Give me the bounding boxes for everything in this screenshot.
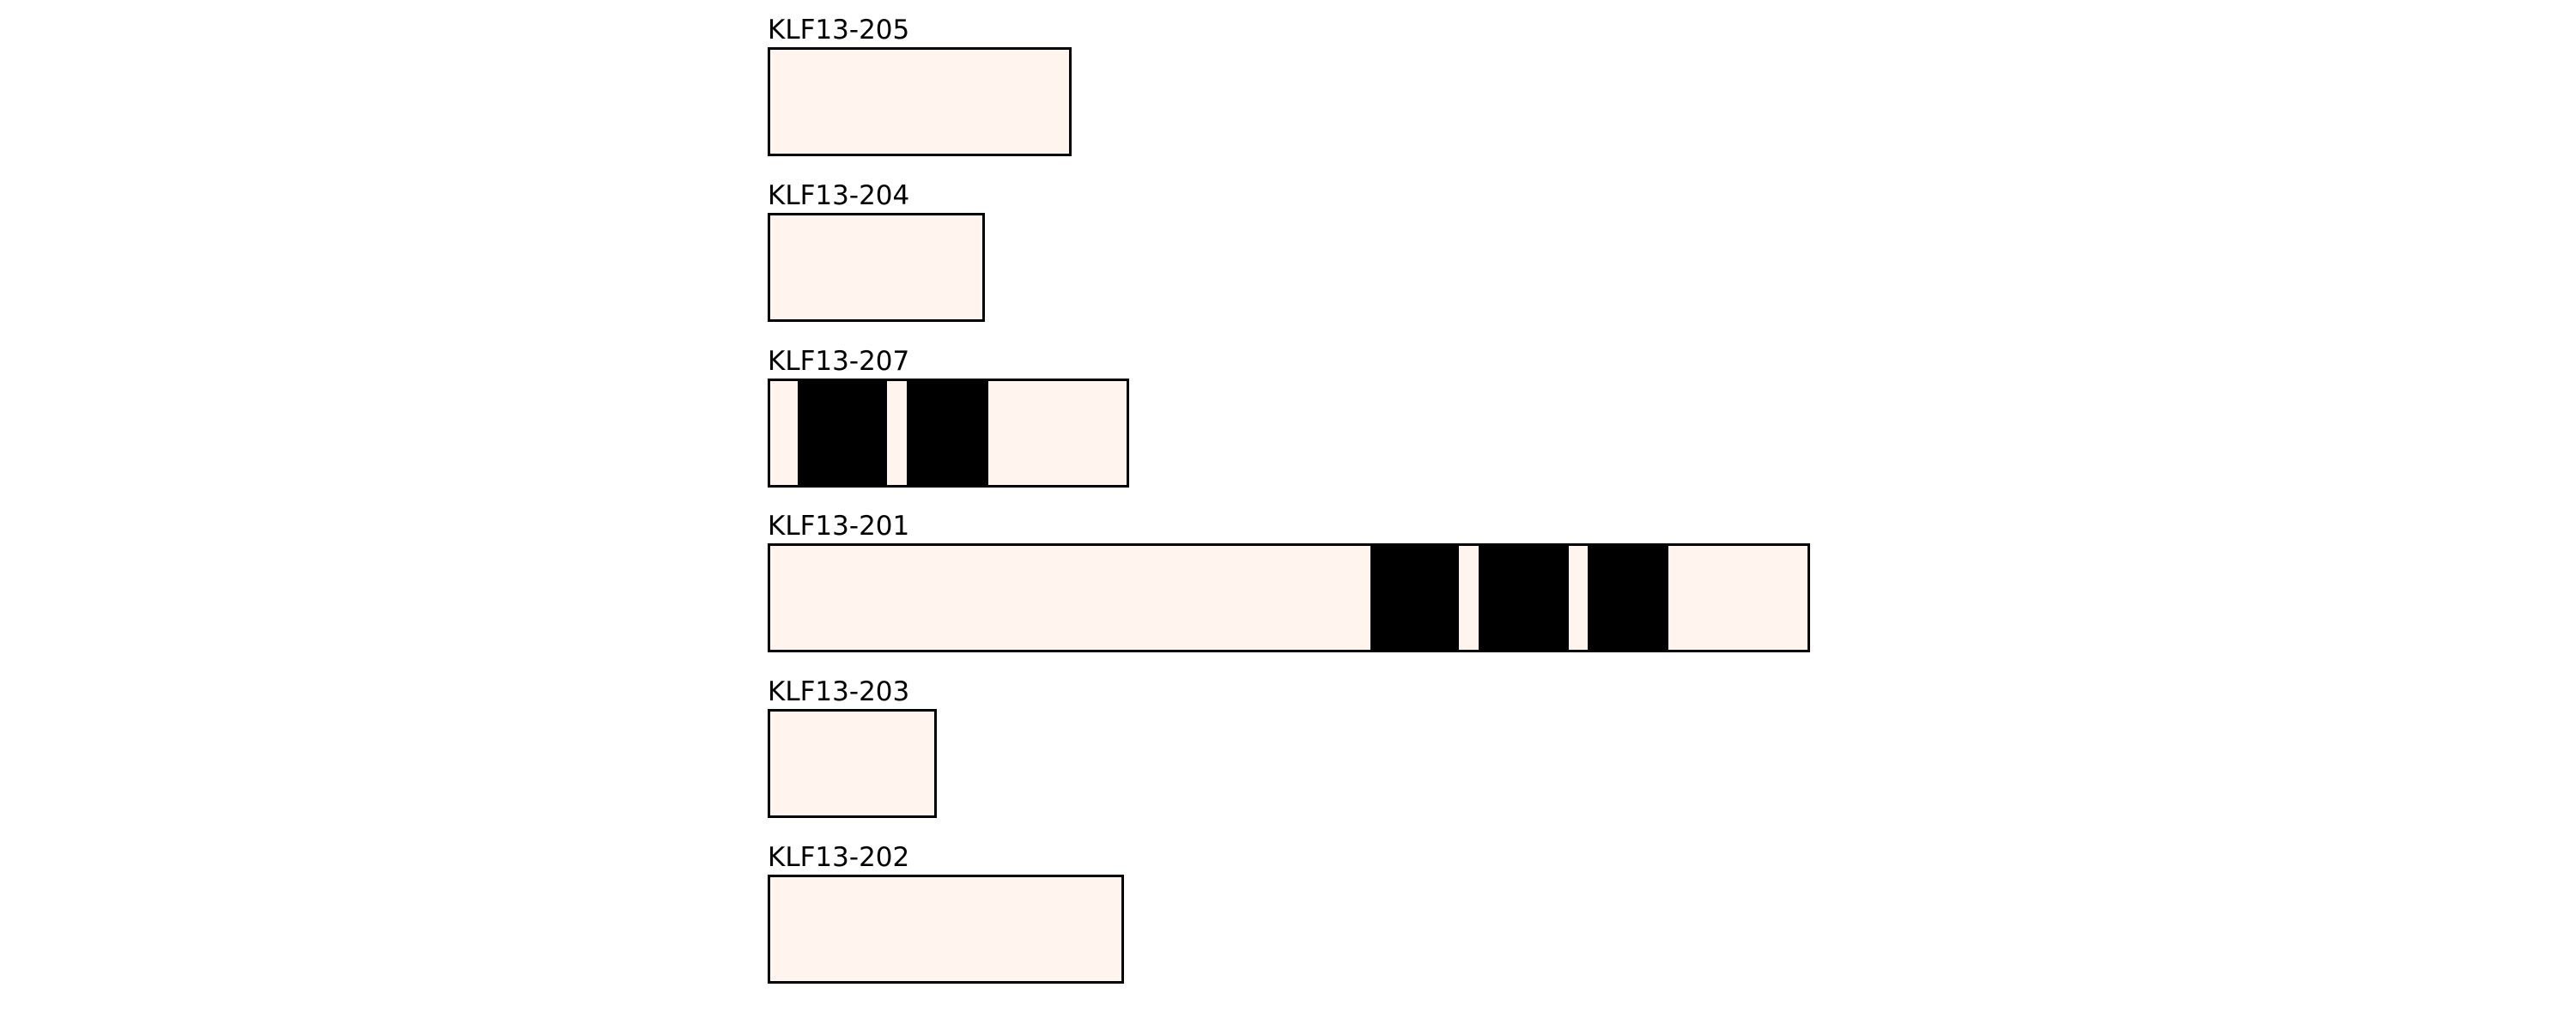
- transcript-box: [768, 213, 985, 322]
- cds-exon-block: [798, 379, 887, 488]
- cds-exon-block: [1479, 543, 1569, 652]
- transcript-label: KLF13-203: [768, 676, 910, 707]
- cds-exon-block: [1370, 543, 1459, 652]
- cds-exon-block: [1588, 543, 1668, 652]
- transcript-label: KLF13-207: [768, 346, 910, 377]
- cds-exon-block: [907, 379, 988, 488]
- transcript-label: KLF13-204: [768, 180, 910, 211]
- transcript-label: KLF13-202: [768, 842, 910, 873]
- transcript-box: [768, 875, 1124, 984]
- transcript-box: [768, 379, 1129, 488]
- transcript-box: [768, 709, 937, 818]
- transcript-label: KLF13-201: [768, 511, 910, 542]
- transcript-box: [768, 47, 1072, 156]
- transcript-label: KLF13-205: [768, 15, 910, 45]
- transcript-box: [768, 543, 1810, 652]
